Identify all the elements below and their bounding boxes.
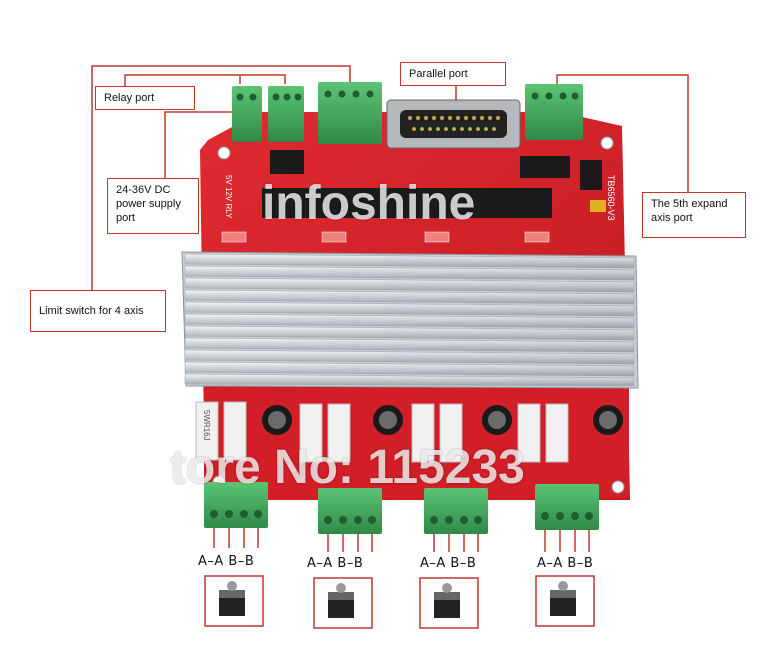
relay-port-label: Relay port [95,86,195,110]
relay-terminals [232,82,583,144]
power-components [195,401,623,463]
power-supply-label: 24-36V DC power supply port [107,178,199,234]
pin-label-axis-2: A–A B–B [307,556,364,571]
watermark-top: infoshine [262,177,476,230]
pin-label-axis-3: A–A B–B [420,556,477,571]
board-model-text: TB6560-V3 [606,175,616,221]
limit-switch-label: Limit switch for 4 axis [30,290,166,332]
dip-switches [221,231,550,243]
wire-leads [213,528,590,552]
watermark-bottom: tore No: 115233 [170,441,525,494]
motor-terminals [204,482,599,534]
heatsink [181,251,639,389]
resistor-text: 5WR16J [202,410,211,441]
fifth-axis-label: The 5th expand axis port [642,192,746,238]
board-relay-text: 5V 12V RLY [224,175,233,219]
chip-row [262,150,606,218]
parallel-port-connector [386,99,521,149]
pin-label-axis-4: A–A B–B [537,556,594,571]
stepper-motor-icons [204,575,595,629]
pin-label-axis-1: A–A B–B [198,554,255,569]
parallel-port-label: Parallel port [400,62,506,86]
